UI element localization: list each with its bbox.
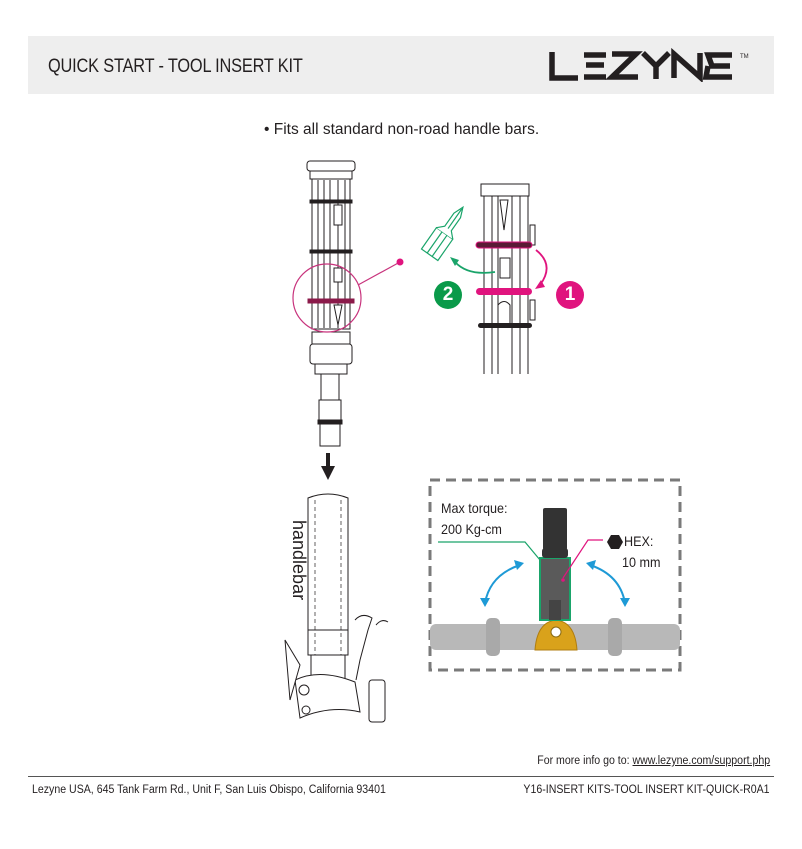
step-1-badge: 1 xyxy=(556,281,584,309)
lezyne-logo: TM xyxy=(549,48,749,82)
t-handle-drawing xyxy=(430,508,680,656)
hex-label: HEX: xyxy=(624,533,654,549)
tool-insert-drawing xyxy=(306,160,356,447)
max-torque-label: Max torque: xyxy=(441,500,508,516)
bullet-glyph: • xyxy=(264,121,270,138)
max-torque-value: 200 Kg-cm xyxy=(441,521,502,537)
hex-icon xyxy=(607,535,623,549)
step-2-badge: 2 xyxy=(434,281,462,309)
more-info: For more info go to: www.lezyne.com/supp… xyxy=(537,755,770,767)
handlebar-drawing xyxy=(284,493,389,723)
hex-value: 10 mm xyxy=(622,554,661,570)
intro-bullet: • Fits all standard non-road handle bars… xyxy=(264,121,539,139)
screwdriver-bit-icon xyxy=(420,205,464,262)
footer-divider xyxy=(28,776,774,777)
document-title: QUICK START - TOOL INSERT KIT xyxy=(48,56,303,77)
zoomed-detail-drawing xyxy=(480,183,536,374)
intro-text: Fits all standard non-road handle bars. xyxy=(273,121,540,138)
down-arrow-icon xyxy=(321,453,335,480)
support-link[interactable]: www.lezyne.com/support.php xyxy=(632,755,770,767)
document-code: Y16-INSERT KITS-TOOL INSERT KIT-QUICK-R0… xyxy=(523,784,770,796)
more-info-prefix: For more info go to: xyxy=(537,755,633,767)
handlebar-label: handlebar xyxy=(289,520,309,601)
company-address: Lezyne USA, 645 Tank Farm Rd., Unit F, S… xyxy=(32,784,386,796)
svg-text:TM: TM xyxy=(740,54,749,60)
header-band xyxy=(28,36,774,94)
